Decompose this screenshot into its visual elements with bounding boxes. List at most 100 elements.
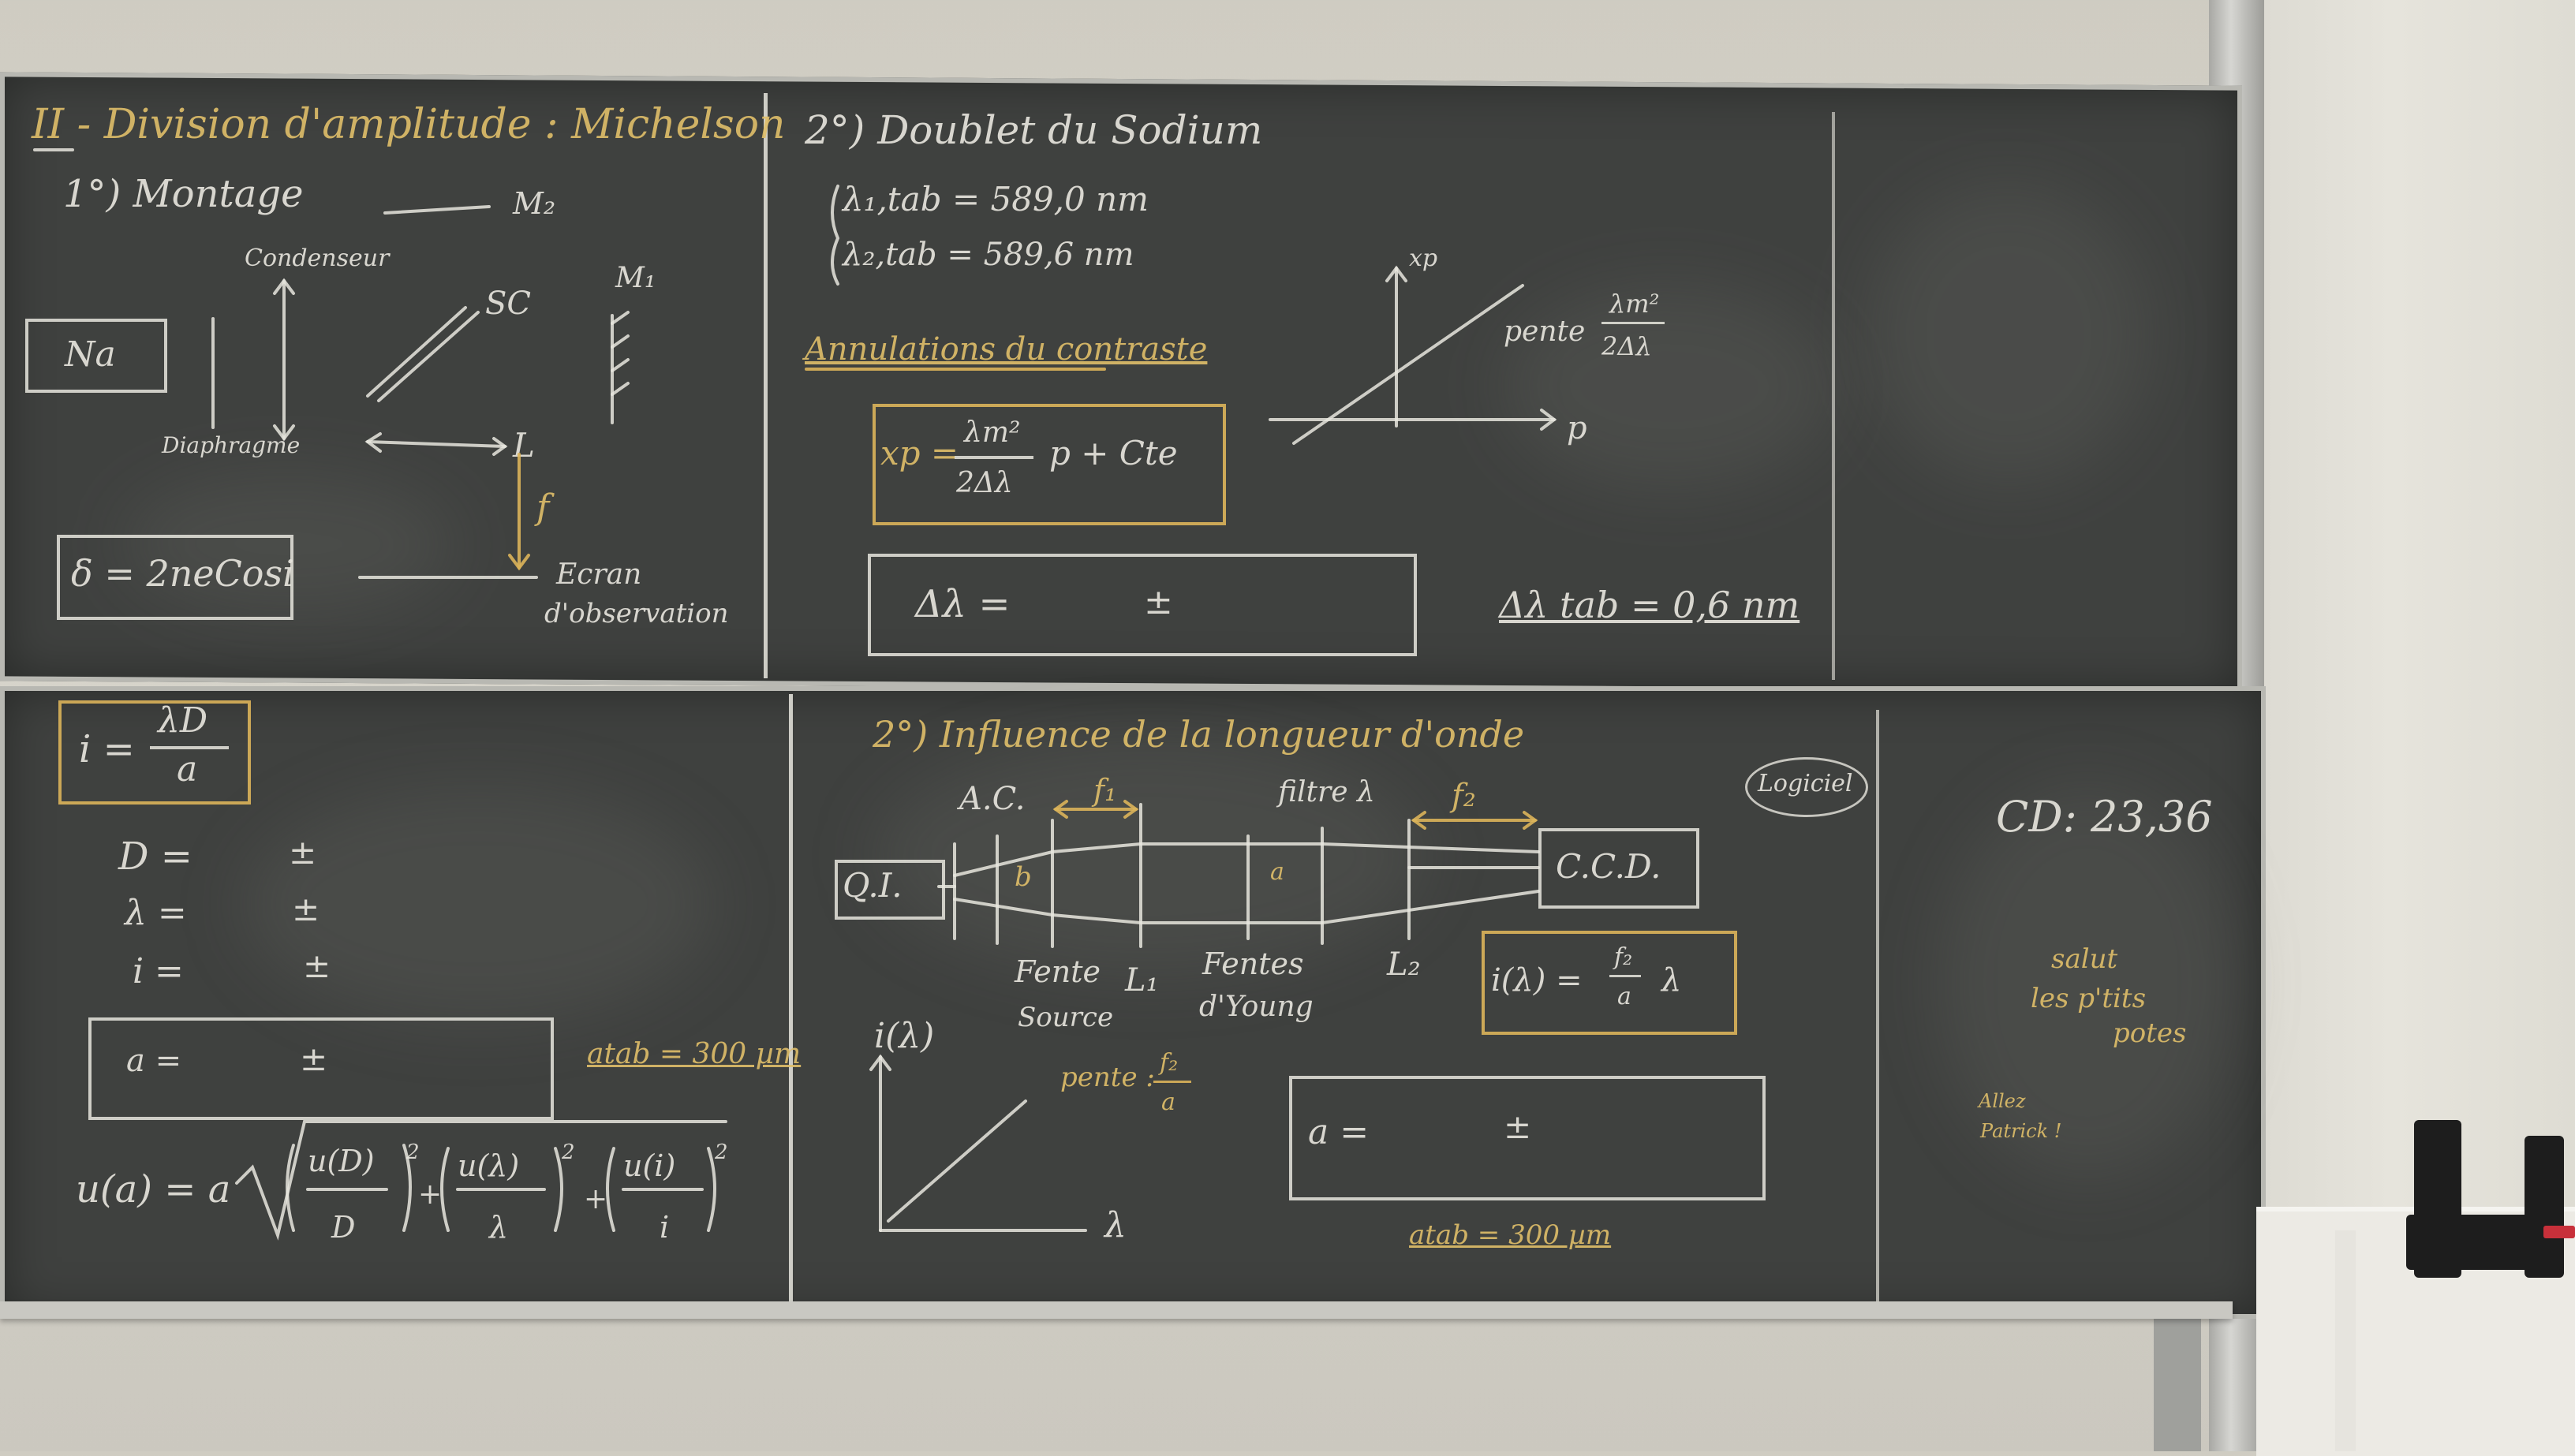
label-D: D = <box>118 834 192 879</box>
label-f1: f₁ <box>1093 773 1117 808</box>
uncertainty-lhs: u(a) = a <box>76 1167 231 1211</box>
label-young: d'Young <box>1199 991 1314 1023</box>
delta-box <box>57 535 293 620</box>
xp-formula-rest: p + Cte <box>1049 434 1178 472</box>
delta-lambda-label: Δλ = <box>915 582 1011 626</box>
note-allez: Allez <box>1979 1090 2026 1112</box>
i-formula-den: a <box>177 749 198 790</box>
xp-formula-den: 2Δλ <box>956 467 1013 499</box>
xp-formula-lhs: xp = <box>880 434 959 472</box>
label-lambda: λ = <box>125 893 187 933</box>
pm-i: ± <box>303 946 331 985</box>
label-diaphragme: Diaphragme <box>162 432 301 458</box>
uncertainty-plus1: + <box>418 1178 443 1211</box>
note-patrick: Patrick ! <box>1980 1120 2062 1142</box>
note-potes: potes <box>2113 1017 2187 1049</box>
label-a-small: a <box>1270 858 1284 886</box>
note-ptits: les p'tits <box>2031 983 2147 1014</box>
pente-bottom-den: a <box>1161 1088 1175 1116</box>
note-salut: salut <box>2051 943 2118 975</box>
label-ccd: C.C.D. <box>1556 847 1661 886</box>
table-leg <box>2335 1230 2356 1451</box>
label-l2: L₂ <box>1387 946 1421 983</box>
pente-top-label: pente <box>1504 315 1586 348</box>
i-lambda-end: λ <box>1661 962 1682 999</box>
i-lambda-bar <box>1609 975 1641 977</box>
label-ac: A.C. <box>959 781 1026 817</box>
label-condenseur: Condenseur <box>245 245 390 272</box>
xp-formula-num: λm² <box>964 416 1021 449</box>
pm-lambda: ± <box>292 890 320 928</box>
montage-heading: 1°) Montage <box>63 172 304 216</box>
uncertainty-sq1: 2 <box>406 1141 420 1164</box>
label-l1: L₁ <box>1125 962 1159 999</box>
label-i: i = <box>133 951 184 991</box>
uncertainty-ui: u(i) <box>623 1148 676 1183</box>
a-result-middle-label: a = <box>1308 1112 1370 1152</box>
i-formula-lhs: i = <box>79 727 135 771</box>
uncertainty-i-den: i <box>660 1210 670 1245</box>
uncertainty-sq2: 2 <box>562 1141 575 1164</box>
label-source: Source <box>1018 1002 1114 1033</box>
delta-lambda-box <box>868 554 1417 656</box>
top-divider-2 <box>1832 112 1835 680</box>
delta-formula: δ = 2neCosi <box>71 552 294 595</box>
doublet-heading: 2°) Doublet du Sodium <box>805 107 1263 153</box>
i-formula-bar <box>150 746 229 749</box>
graph-top-y-label: xp <box>1409 245 1438 272</box>
a-result-label: a = <box>126 1043 182 1079</box>
label-fentes: Fentes <box>1202 946 1304 981</box>
influence-heading: 2°) Influence de la longueur d'onde <box>873 713 1525 756</box>
label-observation: d'observation <box>544 598 729 629</box>
label-qi: Q.I. <box>843 866 903 905</box>
a-result-middle-pm: ± <box>1504 1107 1532 1146</box>
label-fente: Fente <box>1015 954 1101 989</box>
lambda2: λ₂,tab = 589,6 nm <box>843 237 1134 273</box>
a-result-pm: ± <box>300 1040 328 1078</box>
bottom-divider-1 <box>789 694 793 1301</box>
label-sc: SC <box>485 286 532 322</box>
graph-bottom-y-label: i(λ) <box>874 1016 935 1056</box>
ccd-box <box>1538 828 1699 909</box>
label-filtre: filtre λ <box>1278 776 1375 808</box>
graph-top-x-label: p <box>1567 410 1587 446</box>
section-title: II - Division d'amplitude : Michelson <box>32 101 786 148</box>
chalk-tray <box>0 1301 2233 1319</box>
label-ecran: Ecran <box>556 558 642 591</box>
graph-bottom-x-label: λ <box>1104 1205 1127 1245</box>
annulations-label: Annulations du contraste <box>805 331 1208 368</box>
na-box <box>25 319 167 393</box>
i-lambda-den: a <box>1617 983 1631 1010</box>
label-na: Na <box>65 334 116 375</box>
pente-top-bar <box>1601 322 1665 324</box>
label-f2: f₂ <box>1452 778 1476 814</box>
pente-bottom-bar <box>1153 1081 1191 1083</box>
uncertainty-ul: u(λ) <box>458 1148 520 1183</box>
i-formula-box <box>58 700 251 805</box>
a-result-middle-box <box>1289 1076 1766 1200</box>
device-light <box>2543 1226 2575 1238</box>
label-f: f <box>536 487 550 528</box>
label-logiciel: Logiciel <box>1758 770 1853 797</box>
label-lens: L <box>513 426 535 465</box>
metal-rail-lower <box>2154 1294 2201 1451</box>
i-lambda-num: f₂ <box>1614 943 1633 971</box>
i-lambda-lhs: i(λ) = <box>1491 962 1583 999</box>
i-formula-num: λD <box>158 700 208 741</box>
a-tab-left: atab = 300 µm <box>587 1038 802 1070</box>
xp-formula-bar <box>955 456 1033 459</box>
uncertainty-l-den: λ <box>489 1210 509 1245</box>
xp-formula-box <box>873 404 1226 525</box>
delta-lambda-tab: Δλ tab = 0,6 nm <box>1499 584 1800 626</box>
a-tab-middle: atab = 300 µm <box>1409 1219 1612 1251</box>
qi-box <box>835 860 945 920</box>
a-result-box <box>88 1017 554 1120</box>
logiciel-bubble <box>1745 757 1868 817</box>
label-m2: M₂ <box>513 186 556 221</box>
bottom-divider-2 <box>1876 710 1879 1301</box>
uncertainty-D-den: D <box>331 1210 356 1245</box>
i-lambda-box <box>1482 931 1737 1035</box>
label-m1: M₁ <box>615 262 656 294</box>
label-b: b <box>1015 861 1032 893</box>
